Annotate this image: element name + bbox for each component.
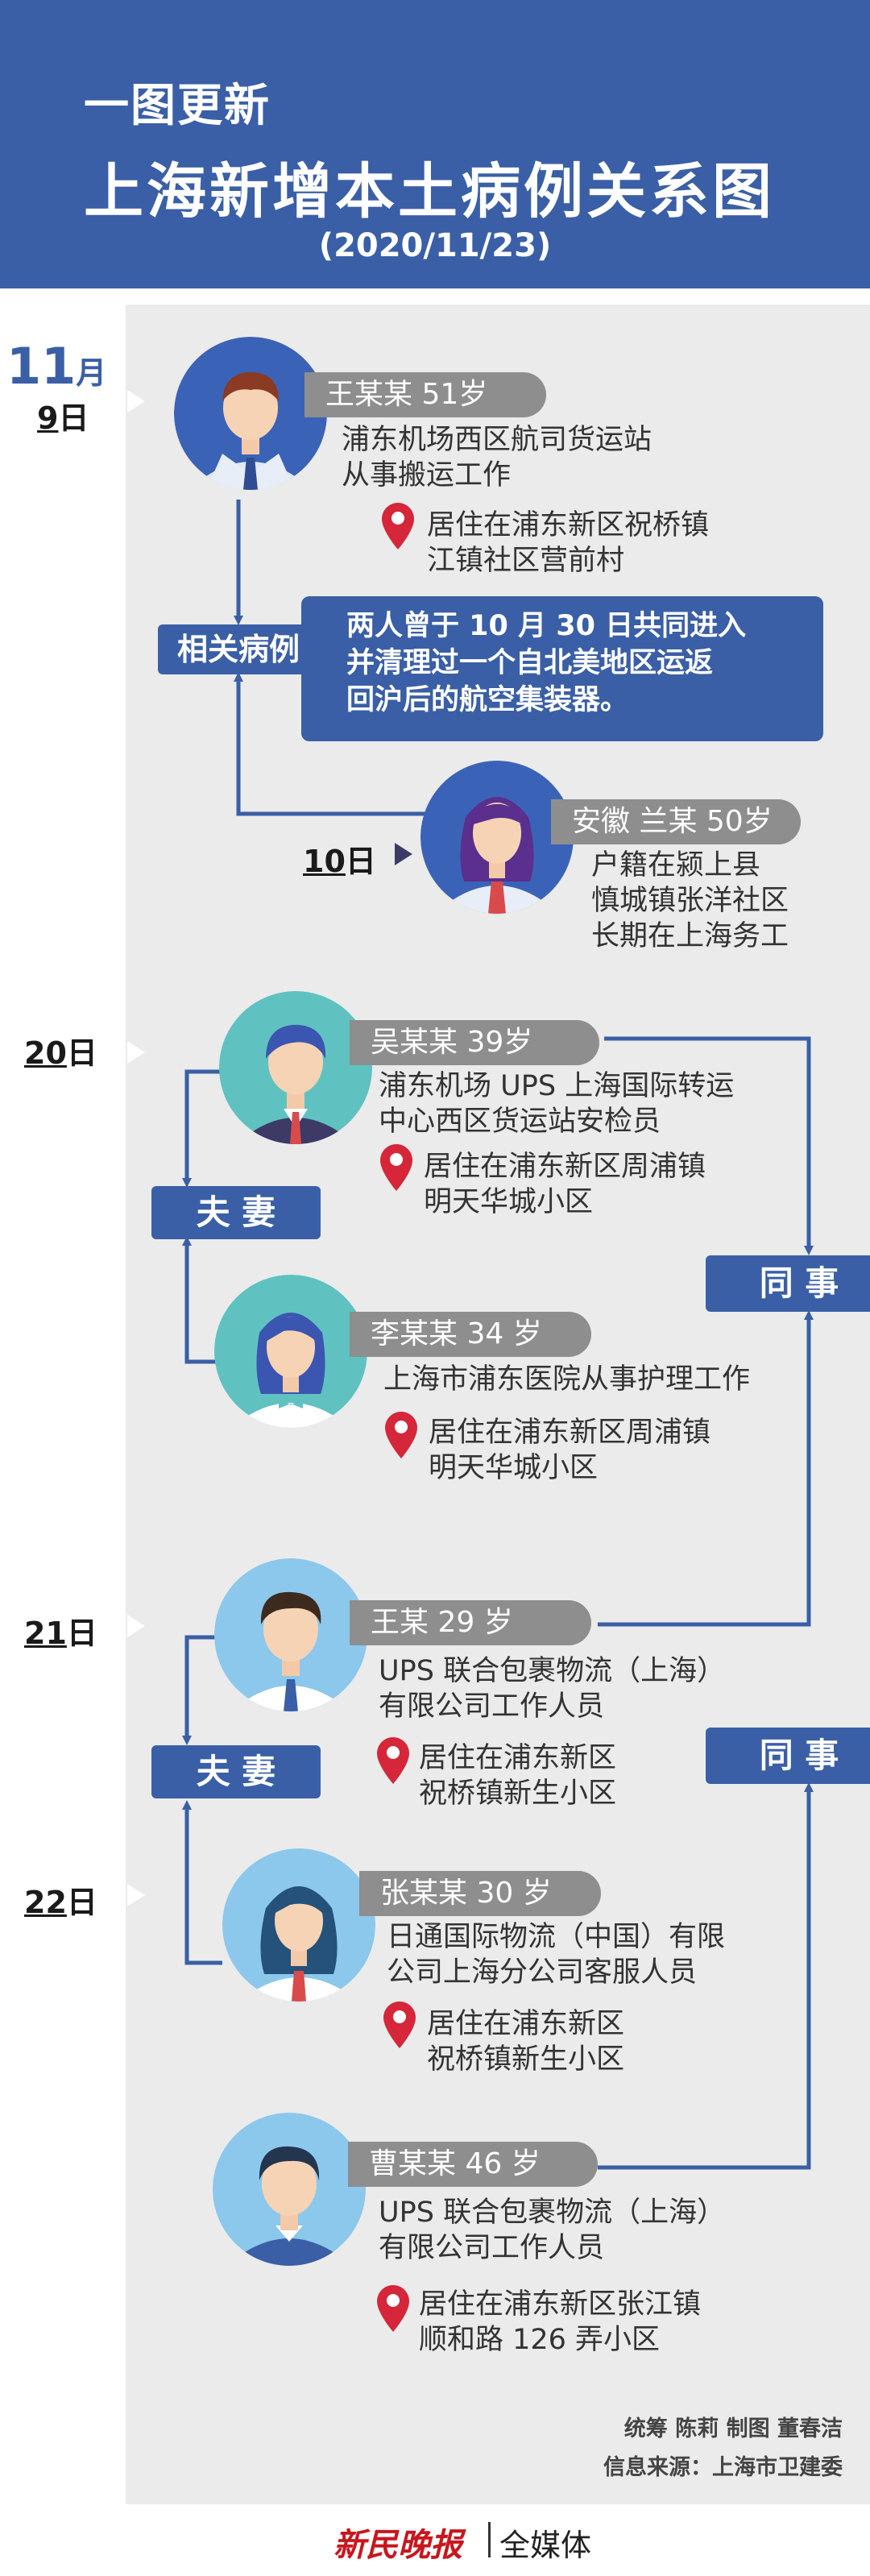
avatar-female-icon	[420, 761, 574, 914]
case-address: 居住在浦东新区祝桥镇新生小区	[427, 2008, 625, 2076]
case-address: 居住在浦东新区周浦镇明天华城小区	[429, 1417, 711, 1484]
case-description: 上海市浦东医院从事护理工作	[383, 1363, 751, 1396]
related-cases-badge: 相关病例	[158, 624, 319, 674]
header-kicker: 一图更新	[84, 80, 271, 132]
case-description: 户籍在颍上县慎城镇张洋社区长期在上海务工	[591, 849, 789, 952]
month-unit: 月	[76, 355, 107, 391]
footer	[0, 2514, 870, 2576]
date-nov-21: 21日	[24, 1616, 97, 1651]
location-pin-icon	[383, 2001, 416, 2048]
avatar-female-icon	[222, 1848, 375, 2001]
credits-source: 信息来源：上海市卫建委	[603, 2455, 843, 2480]
case-name-tag: 曹某某 46 岁	[348, 2142, 598, 2187]
case-name-tag: 王某 29 岁	[350, 1600, 591, 1645]
case-address: 居住在浦东新区祝桥镇江镇社区营前村	[427, 509, 710, 577]
page-title: 上海新增本土病例关系图	[84, 157, 775, 226]
month-label: 11月	[6, 337, 106, 396]
credits-producers: 统筹 陈莉 制图 董春洁	[624, 2416, 843, 2441]
avatar-female-icon	[214, 1275, 367, 1428]
location-pin-icon	[377, 2285, 409, 2332]
timeline-tick-22	[127, 1884, 145, 1906]
brand-logo: 新民晚报	[334, 2526, 462, 2564]
case-name-tag: 吴某某 39岁	[350, 1020, 599, 1065]
arrow-case5-to-couple2	[182, 1635, 222, 1745]
case-address: 居住在浦东新区祝桥镇新生小区	[419, 1742, 617, 1810]
colleague-badge: 同 事	[706, 1255, 870, 1312]
case-description: 浦东机场西区航司货运站从事搬运工作	[342, 424, 652, 492]
case-description: UPS 联合包裹物流（上海）有限公司工作人员	[379, 1655, 726, 1723]
location-pin-icon	[377, 1737, 409, 1784]
couple-badge: 夫 妻	[151, 1745, 321, 1798]
timeline-tick-21	[127, 1615, 145, 1637]
arrow-case2-to-related	[234, 672, 427, 816]
date-nov-10: 10日	[303, 844, 376, 879]
case-address: 居住在浦东新区周浦镇明天华城小区	[424, 1151, 706, 1218]
case-name-tag: 安徽 兰某 50岁	[551, 799, 801, 844]
couple-badge: 夫 妻	[151, 1186, 321, 1239]
arrow-case7-to-colleague2	[598, 1782, 814, 2170]
date-nov-20: 20日	[24, 1035, 97, 1071]
location-pin-icon	[385, 1412, 417, 1458]
case-name-tag: 王某某 51岁	[304, 372, 546, 417]
case-description: 浦东机场 UPS 上海国际转运中心西区货运站安检员	[379, 1070, 735, 1138]
case-address: 居住在浦东新区张江镇顺和路 126 弄小区	[419, 2288, 702, 2356]
case-description: 日通国际物流（中国）有限公司上海分公司客服人员	[387, 1921, 726, 1989]
case-name-tag: 李某某 34 岁	[350, 1312, 591, 1357]
arrow-case6-to-couple2	[182, 1800, 222, 1965]
date-nov-9: 9日	[37, 400, 89, 436]
avatar-male-icon	[213, 2113, 366, 2266]
month-number: 11	[6, 337, 77, 396]
arrow-case4-to-couple1	[182, 1236, 219, 1364]
avatar-male-icon	[214, 1558, 367, 1711]
case-name-tag: 张某某 30 岁	[359, 1871, 601, 1916]
timeline-tick-20	[127, 1041, 145, 1064]
header-banner: 一图更新 上海新增本土病例关系图 (2020/11/23)	[0, 0, 870, 288]
colleague-badge: 同 事	[706, 1728, 870, 1784]
related-cases-note: 两人曾于 10 月 30 日共同进入并清理过一个自北美地区运返回沪后的航空集装器…	[301, 596, 823, 741]
header-date: (2020/11/23)	[318, 227, 552, 264]
footer-media-label: 全媒体	[499, 2528, 592, 2563]
arrow-case3-to-colleague1	[604, 1036, 814, 1255]
avatar-male-icon	[174, 337, 327, 490]
arrow-case5-to-colleague1	[598, 1310, 814, 1627]
location-pin-icon	[382, 503, 414, 550]
arrow-case3-to-couple1	[182, 1069, 234, 1188]
avatar-male-icon	[219, 991, 372, 1144]
date-nov-22: 22日	[24, 1885, 97, 1920]
footer-divider	[488, 2522, 491, 2557]
date-10-pointer-icon	[395, 843, 412, 865]
location-pin-icon	[380, 1144, 412, 1191]
timeline-tick-9	[127, 390, 145, 413]
case-description: UPS 联合包裹物流（上海）有限公司工作人员	[379, 2196, 726, 2264]
